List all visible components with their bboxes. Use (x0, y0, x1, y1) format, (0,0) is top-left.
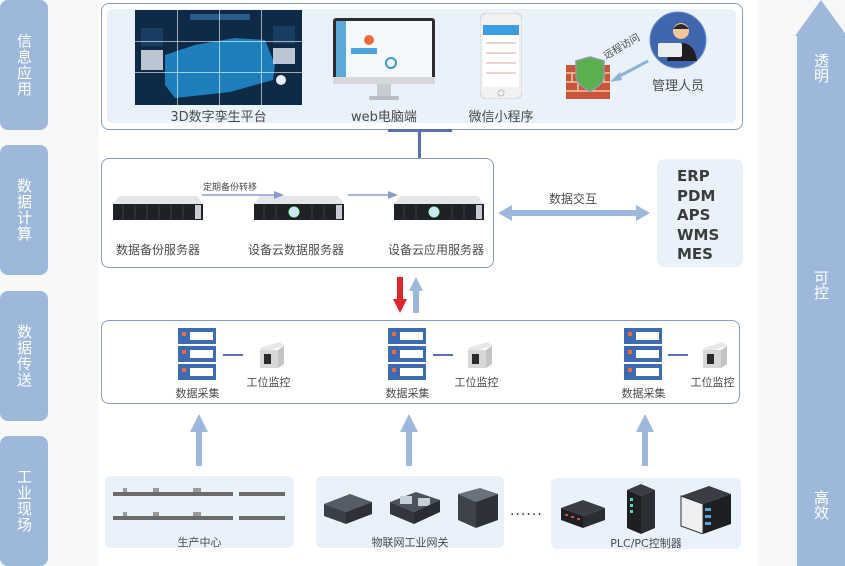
screen-divider (135, 72, 302, 73)
digital-twin-label: 3D数字孪生平台 (170, 110, 267, 125)
uplink-arrow-icon (400, 414, 418, 466)
data-collection-label: 数据采集 (385, 387, 430, 400)
admin-avatar-icon[interactable] (649, 11, 707, 69)
uplink-arrow-icon (636, 414, 654, 466)
downlink-arrow-icon (393, 277, 407, 313)
collector-link (223, 354, 243, 356)
data-collector-icon[interactable] (388, 328, 426, 380)
production-center-label: 生产中心 (177, 536, 222, 549)
cloud-data-server-label: 设备云数据服务器 (247, 243, 344, 257)
cloud-data-server-icon[interactable] (254, 196, 344, 222)
system-erp: ERP (677, 167, 710, 185)
connector-line (418, 129, 421, 159)
plc-controller-panel[interactable]: PLC/PC控制器 (551, 478, 741, 550)
system-aps: APS (677, 206, 711, 224)
layer-tab-data-transfer: 数据传送 (0, 291, 48, 421)
backup-server-label: 数据备份服务器 (115, 243, 200, 257)
remote-access-arrow (610, 59, 649, 82)
cloud-app-server-label: 设备云应用服务器 (387, 243, 484, 257)
layer-tab-industrial-site: 工业现场 (0, 436, 48, 566)
benefit-efficient: 高效 (812, 489, 830, 520)
backup-transfer-label: 定期备份转移 (203, 183, 258, 193)
screen-divider (135, 41, 302, 42)
mobile-phone-icon[interactable] (480, 13, 522, 99)
digital-twin-screen[interactable] (135, 10, 302, 105)
more-devices-ellipsis: ...... (510, 503, 543, 519)
cloud-app-server-icon[interactable] (394, 196, 484, 222)
arrow-head (795, 0, 845, 36)
iot-gateway-panel[interactable]: 物联网工业网关 (316, 476, 504, 549)
uplink-arrow-icon (190, 414, 208, 466)
screen-divider (177, 10, 178, 105)
layer-tab-info-application: 信息应用 (0, 0, 48, 130)
data-flow-arrow (348, 191, 398, 199)
up-down-arrows (393, 277, 423, 313)
workstation-camera-icon (468, 342, 492, 368)
benefit-controllable: 可控 (812, 269, 830, 300)
workstation-monitor-label: 工位监控 (454, 376, 499, 389)
iot-gateway-label: 物联网工业网关 (371, 536, 449, 549)
enterprise-systems-panel: ERP PDM APS WMS MES (657, 159, 743, 267)
workstation-camera-icon (260, 342, 284, 368)
backup-transfer-arrow (202, 191, 284, 199)
arrow-body (797, 34, 845, 566)
system-pdm: PDM (677, 186, 716, 205)
production-line-icon (113, 488, 285, 520)
data-collection-label: 数据采集 (175, 387, 220, 400)
data-collector-icon[interactable] (624, 328, 662, 380)
system-wms: WMS (677, 225, 720, 244)
firewall-icon (566, 56, 610, 99)
data-exchange-arrow (498, 205, 650, 221)
wechat-miniprogram-label: 微信小程序 (468, 110, 534, 125)
system-mes: MES (677, 245, 713, 263)
plc-devices-icon (561, 484, 731, 534)
workstation-monitor-label: 工位监控 (690, 376, 735, 389)
production-center-panel[interactable]: 生产中心 (105, 476, 294, 549)
gateway-devices-icon (324, 488, 498, 528)
data-collection-label: 数据采集 (621, 387, 666, 400)
workstation-monitor-label: 工位监控 (246, 376, 291, 389)
plc-controller-label: PLC/PC控制器 (610, 537, 682, 550)
collector-link (668, 354, 688, 356)
workstation-camera-icon (703, 342, 727, 368)
backup-server-icon[interactable] (113, 196, 203, 222)
benefit-arrow: 透明 可控 高效 (795, 0, 845, 566)
screen-divider (219, 10, 220, 105)
benefit-transparent: 透明 (812, 52, 830, 83)
admin-label: 管理人员 (651, 79, 704, 94)
data-collector-icon[interactable] (178, 328, 216, 380)
uplink-arrow-icon (409, 277, 423, 313)
screen-divider (261, 10, 262, 105)
desktop-monitor-icon[interactable] (333, 18, 435, 103)
collector-link (433, 354, 453, 356)
web-client-label: web电脑端 (351, 110, 417, 125)
layer-tab-data-compute: 数据计算 (0, 145, 48, 275)
data-exchange-label: 数据交互 (548, 192, 597, 206)
